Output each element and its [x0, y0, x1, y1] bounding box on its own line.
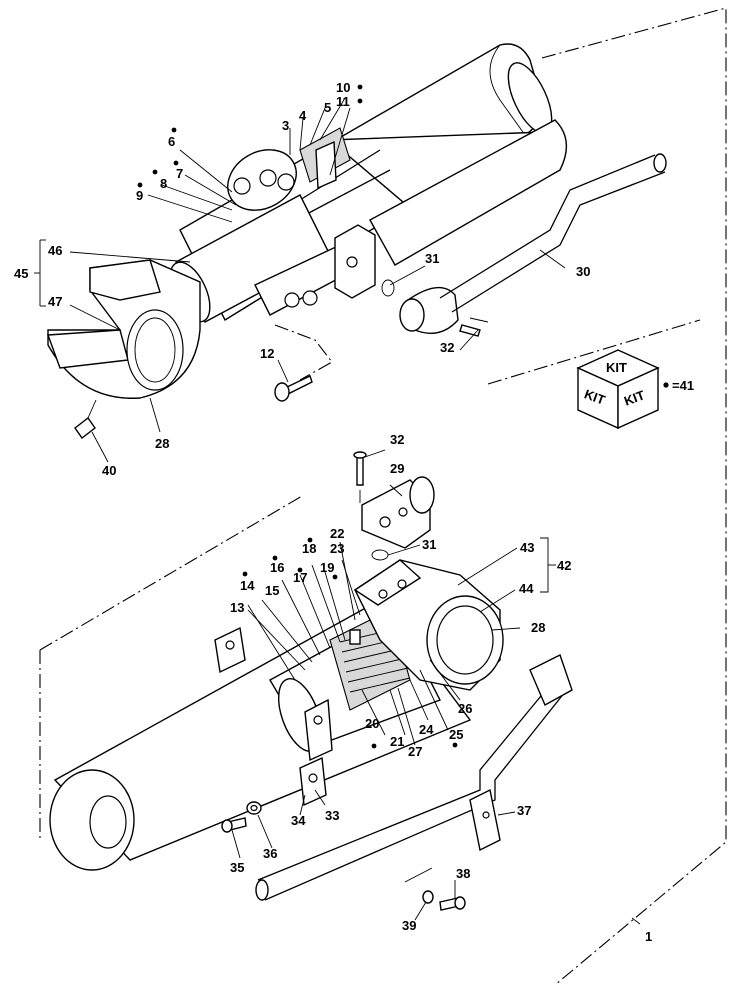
kit-bullets — [137, 84, 458, 749]
callout-35: 35 — [230, 860, 244, 875]
callout-17: 17 — [293, 570, 307, 585]
bolt-32-lower — [353, 451, 367, 503]
callout-36: 36 — [263, 846, 277, 861]
callout-labels: 1 3 4 5 6 7 8 9 10 11 12 13 14 15 16 17 … — [14, 80, 652, 944]
washer-36 — [246, 801, 262, 815]
callout-15: 15 — [265, 583, 279, 598]
callout-28-lower: 28 — [531, 620, 545, 635]
callout-11: 11 — [336, 94, 350, 109]
callout-31-upper: 31 — [425, 251, 439, 266]
clamp-upper-small — [214, 626, 246, 674]
callout-32-upper: 32 — [440, 340, 454, 355]
port-block-29 — [361, 476, 435, 561]
kit-boundary-frame — [39, 7, 727, 986]
callout-32-lower: 32 — [390, 432, 404, 447]
clamp-37 — [469, 788, 501, 852]
callout-9: 9 — [136, 188, 143, 203]
kit-label-top: KIT — [606, 360, 627, 375]
callout-8: 8 — [160, 176, 167, 191]
callout-29: 29 — [390, 461, 404, 476]
washer-39 — [422, 890, 434, 904]
callout-6: 6 — [168, 134, 175, 149]
callout-31-lower: 31 — [422, 537, 436, 552]
callout-43: 43 — [520, 540, 534, 555]
screw-35 — [221, 817, 247, 833]
kit-bullet — [663, 382, 669, 388]
hydraulic-line-upper — [439, 153, 667, 313]
callout-19: 19 — [320, 560, 334, 575]
callout-14: 14 — [240, 578, 255, 593]
callout-26: 26 — [458, 701, 472, 716]
kit-legend: =41 — [672, 378, 694, 393]
callout-16: 16 — [270, 560, 284, 575]
callout-47: 47 — [48, 294, 62, 309]
callout-21: 21 — [390, 734, 404, 749]
rod-head-lower — [353, 559, 504, 691]
callout-13: 13 — [230, 600, 244, 615]
kit-box: KIT KIT KIT =41 — [576, 349, 694, 430]
callout-40: 40 — [102, 463, 116, 478]
callout-45: 45 — [14, 266, 28, 281]
callout-24: 24 — [419, 722, 434, 737]
hydraulic-line-lower — [255, 654, 573, 901]
kit-label-left: KIT — [582, 386, 607, 407]
gland-upper — [227, 127, 351, 211]
kit-label-right: KIT — [622, 387, 647, 408]
clamp-33 — [299, 698, 333, 807]
callout-30: 30 — [576, 264, 590, 279]
callout-44: 44 — [519, 581, 534, 596]
callout-12: 12 — [260, 346, 274, 361]
callout-1: 1 — [645, 929, 652, 944]
screw-38 — [439, 896, 466, 911]
callout-28-upper: 28 — [155, 436, 169, 451]
callout-5: 5 — [324, 100, 331, 115]
callout-18: 18 — [302, 541, 316, 556]
callout-42: 42 — [557, 558, 571, 573]
callout-38: 38 — [456, 866, 470, 881]
callout-23: 23 — [330, 541, 344, 556]
callout-7: 7 — [176, 166, 183, 181]
callout-25: 25 — [449, 727, 463, 742]
callout-20: 20 — [365, 716, 379, 731]
callout-46: 46 — [48, 243, 62, 258]
grease-fitting-40 — [74, 399, 97, 440]
callout-37: 37 — [517, 803, 531, 818]
bolt-12 — [274, 375, 313, 402]
leader-lines — [34, 97, 641, 925]
rod-eye-upper — [47, 259, 201, 399]
port-block-upper — [334, 224, 489, 337]
callout-34: 34 — [291, 813, 306, 828]
callout-3: 3 — [282, 118, 289, 133]
callout-22: 22 — [330, 526, 344, 541]
callout-27: 27 — [408, 744, 422, 759]
callout-39: 39 — [402, 918, 416, 933]
callout-4: 4 — [299, 108, 307, 123]
callout-10: 10 — [336, 80, 350, 95]
callout-33: 33 — [325, 808, 339, 823]
